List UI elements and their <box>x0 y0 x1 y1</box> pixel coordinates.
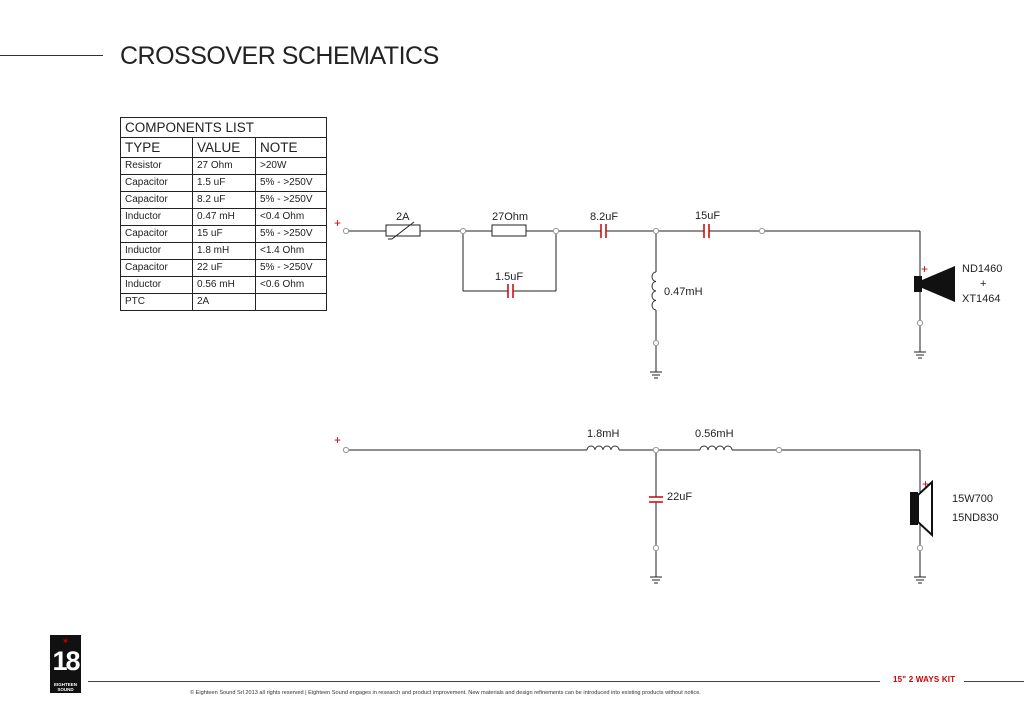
capacitor-8-2uf-label: 8.2uF <box>590 211 618 223</box>
inductor-1-8mh <box>586 445 620 451</box>
driver-join: + <box>980 278 986 290</box>
shunt-capacitor-label: 22uF <box>667 491 692 503</box>
bypass-capacitor-label: 1.5uF <box>495 271 523 283</box>
header-type: TYPE <box>120 137 193 158</box>
bypass-capacitor <box>507 284 514 298</box>
shunt-capacitor-22uf <box>649 496 663 503</box>
resistor-label: 27Ohm <box>492 211 528 223</box>
inductor-1-8mh-label: 1.8mH <box>587 428 619 440</box>
logo-text-sound: SOUND <box>57 687 74 692</box>
driver-model-nd1460: ND1460 <box>962 263 1002 275</box>
cell-note <box>255 293 327 311</box>
capacitor-8-2uf <box>600 224 607 238</box>
woofer-icon <box>910 479 933 538</box>
low-nodes <box>342 446 924 552</box>
footer-rule <box>88 681 880 682</box>
logo-text: EIGHTEEN SOUND <box>50 682 81 692</box>
ground-icon <box>914 576 926 584</box>
low-driver-polarity: + <box>922 477 929 491</box>
footer-kit-name: 15" 2 WAYS KIT <box>893 675 956 684</box>
capacitor-15uf-label: 15uF <box>695 210 720 222</box>
high-circuit <box>346 230 921 372</box>
shunt-inductor <box>651 271 657 311</box>
cell-value: 2A <box>192 293 256 311</box>
driver-model-xt1464: XT1464 <box>962 293 1001 305</box>
ptc-label: 2A <box>396 211 410 223</box>
low-circuit <box>346 449 921 577</box>
high-driver-polarity: + <box>921 262 928 276</box>
high-nodes <box>342 227 924 347</box>
inductor-0-56mh-label: 0.56mH <box>695 428 734 440</box>
ground-icon <box>650 576 662 584</box>
star-icon: ✶ <box>61 636 70 646</box>
ptc-thermistor <box>385 221 421 240</box>
logo-number: 18 <box>52 646 80 676</box>
page-title: CROSSOVER SCHEMATICS <box>120 42 439 70</box>
driver-model-15nd830: 15ND830 <box>952 512 998 524</box>
high-input-polarity: + <box>334 216 341 230</box>
cell-type: PTC <box>120 293 193 311</box>
ground-icon <box>914 351 926 359</box>
footer-copyright: © Eighteen Sound Srl 2013 all rights res… <box>190 690 701 696</box>
shunt-inductor-label: 0.47mH <box>664 286 703 298</box>
brand-logo: ✶ 18 EIGHTEEN SOUND <box>50 635 81 693</box>
resistor <box>491 224 527 237</box>
capacitor-15uf <box>703 224 710 238</box>
inductor-0-56mh <box>699 445 733 451</box>
ground-icon <box>650 371 662 379</box>
components-table: COMPONENTS LIST TYPE VALUE NOTE Resistor… <box>120 117 327 311</box>
horn-driver-icon <box>914 266 955 302</box>
driver-model-15w700: 15W700 <box>952 493 993 505</box>
low-input-polarity: + <box>334 433 341 447</box>
title-rule <box>0 55 103 56</box>
footer-rule <box>964 681 1024 682</box>
logo-text-eighteen: EIGHTEEN <box>53 682 77 687</box>
